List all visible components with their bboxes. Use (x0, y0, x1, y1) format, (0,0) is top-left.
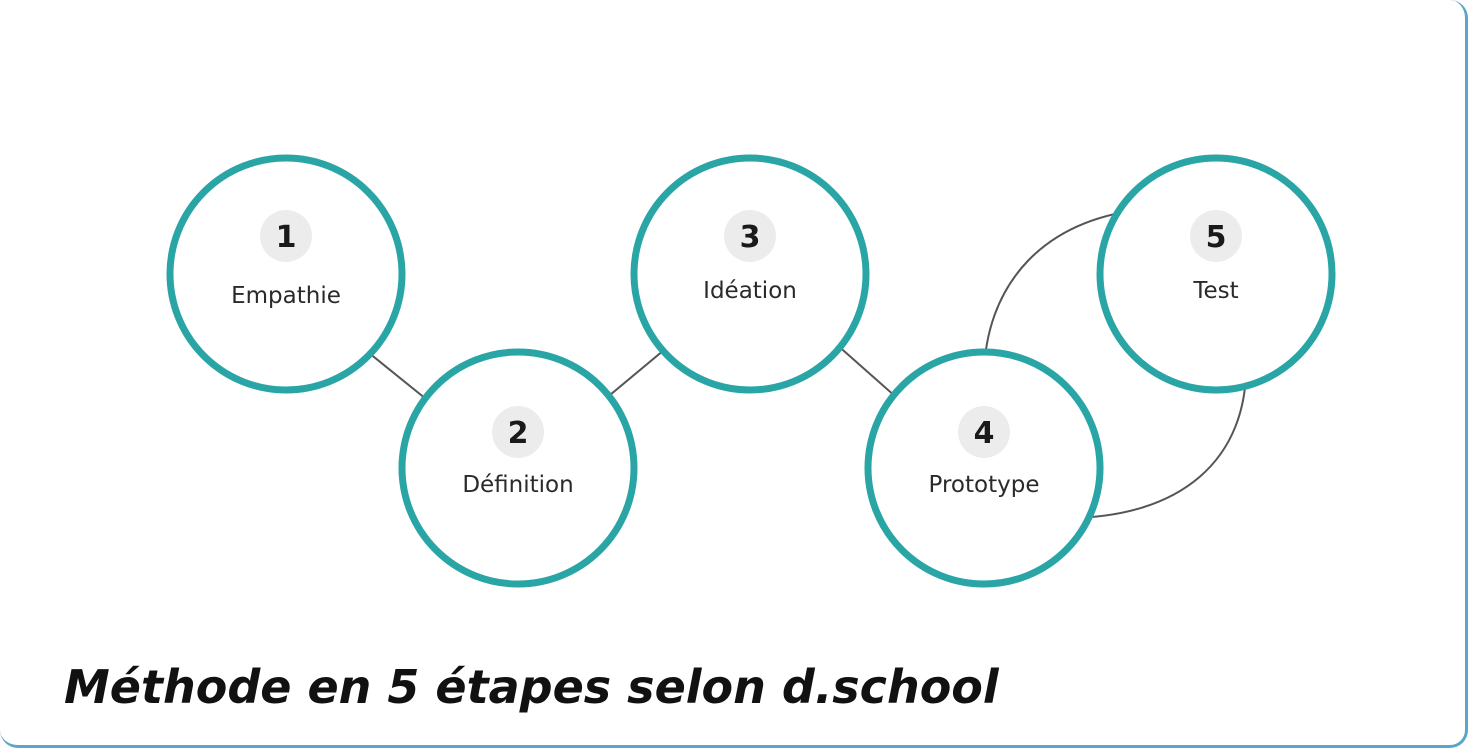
step-2-badge (492, 406, 544, 458)
step-4-number: 4 (974, 416, 995, 451)
step-5-label: Test (1192, 278, 1238, 304)
step-3-circle (630, 154, 870, 394)
step-5: 5 Test (1096, 154, 1336, 394)
step-4-circle (864, 348, 1104, 588)
figure-caption: Méthode en 5 étapes selon d.school (64, 660, 999, 714)
step-1-number: 1 (276, 220, 297, 255)
step-3-label: Idéation (703, 278, 797, 304)
step-2-number: 2 (508, 416, 529, 451)
step-5-number: 5 (1206, 220, 1227, 255)
step-5-badge (1190, 210, 1242, 262)
step-2: 2 Définition (398, 348, 638, 588)
step-3-badge (724, 210, 776, 262)
arrow-5-to-4 (1060, 357, 1248, 518)
step-1-badge (260, 210, 312, 262)
step-4-label: Prototype (929, 472, 1040, 498)
step-5-circle (1096, 154, 1336, 394)
step-3-number: 3 (740, 220, 761, 255)
step-1: 1 Empathie (166, 154, 406, 394)
step-1-label: Empathie (231, 283, 341, 309)
step-4: 4 Prototype (864, 348, 1104, 588)
step-1-circle (166, 154, 406, 394)
step-2-circle (398, 348, 638, 588)
step-2-label: Définition (462, 472, 573, 498)
step-3: 3 Idéation (630, 154, 870, 394)
step-4-badge (958, 406, 1010, 458)
design-thinking-diagram: 1 Empathie 2 Définition 3 Idéation 4 Pro… (166, 154, 1336, 588)
